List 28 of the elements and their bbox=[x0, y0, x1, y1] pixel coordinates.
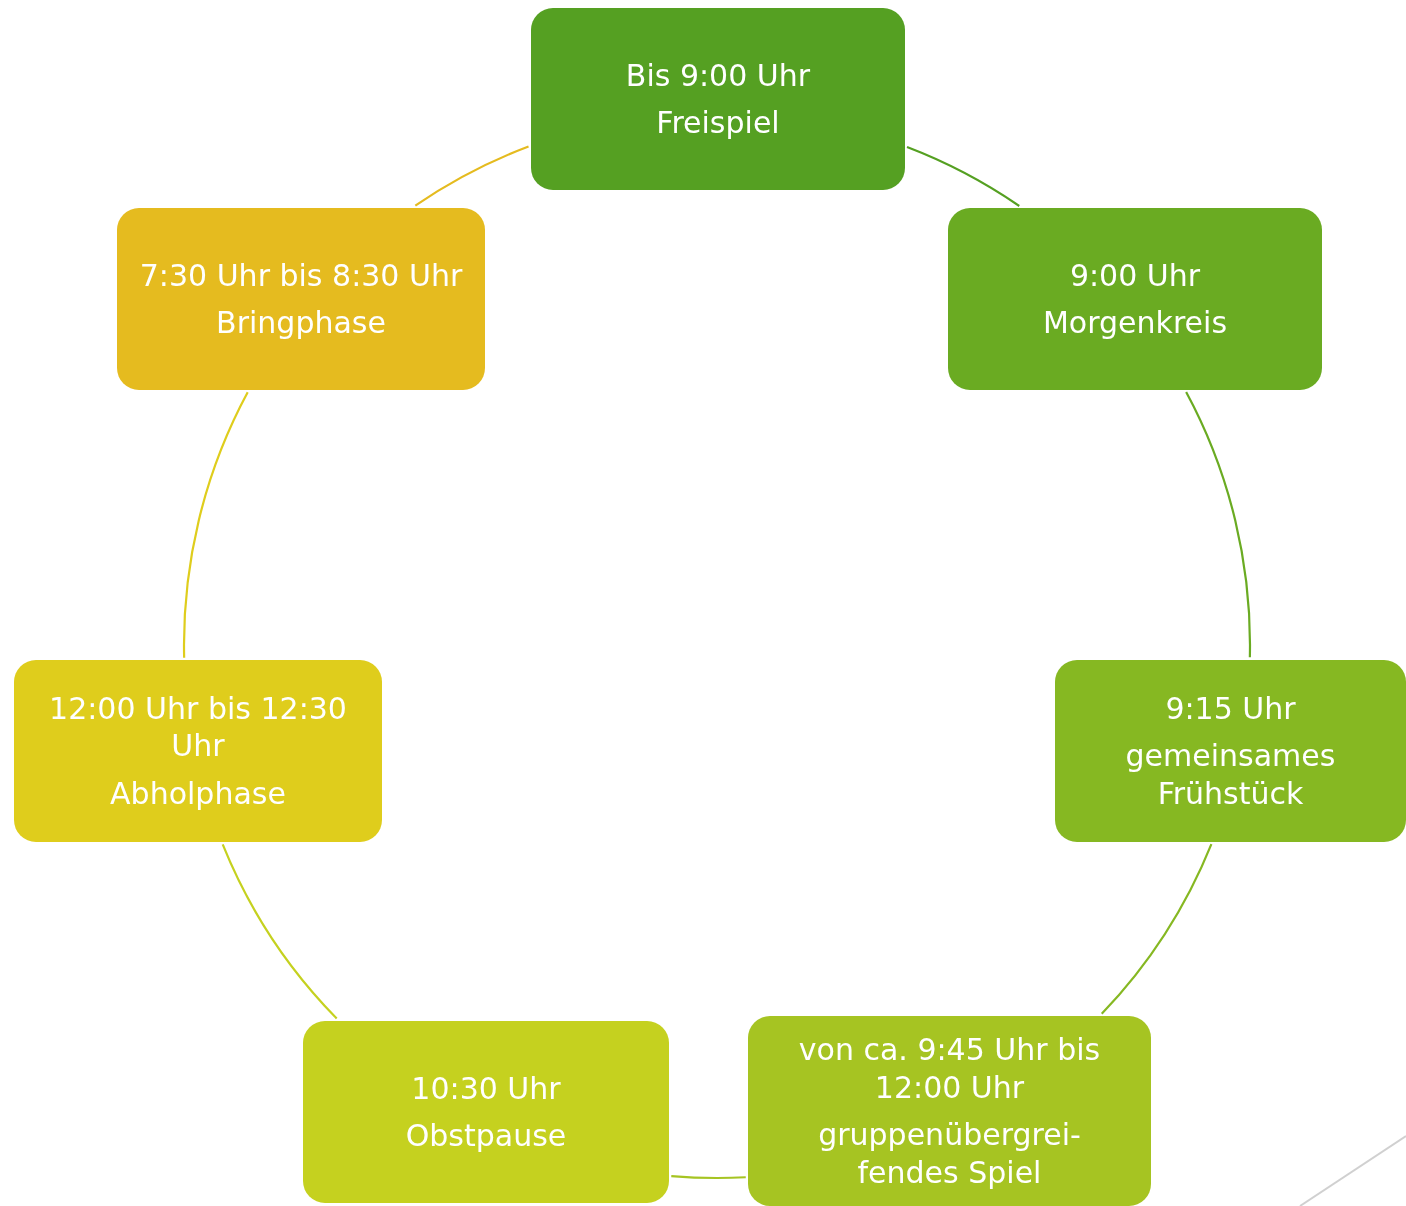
activity-text: gemeinsames Frühstück bbox=[1124, 737, 1337, 813]
schedule-box bbox=[748, 1016, 1151, 1206]
connector-line bbox=[221, 843, 338, 1020]
activity-text: Bringphase bbox=[216, 304, 386, 342]
activity-text: gruppenübergrei- fendes Spiel bbox=[817, 1116, 1082, 1191]
activity-text: Obstpause bbox=[405, 1117, 567, 1155]
connector-line bbox=[1100, 843, 1213, 1015]
schedule-box bbox=[117, 208, 485, 390]
schedule-box bbox=[531, 8, 905, 190]
time-text: 12:00 Uhr bis 12:30 Uhr bbox=[48, 689, 348, 765]
time-text: 10:30 Uhr bbox=[411, 1069, 561, 1107]
schedule-box bbox=[948, 208, 1322, 390]
schedule-box bbox=[303, 1021, 669, 1203]
connector-line bbox=[671, 1174, 746, 1180]
activity-text: Morgenkreis bbox=[1043, 304, 1227, 342]
time-text: Bis 9:00 Uhr bbox=[625, 56, 811, 94]
activity-text: Freispiel bbox=[656, 104, 780, 142]
schedule-box bbox=[14, 660, 382, 842]
connector-line bbox=[906, 146, 1020, 207]
connector-line bbox=[183, 391, 249, 658]
schedule-box bbox=[1055, 660, 1406, 842]
time-text: 7:30 Uhr bis 8:30 Uhr bbox=[139, 256, 463, 294]
activity-text: Abholphase bbox=[110, 774, 286, 813]
connector-line bbox=[414, 145, 529, 207]
time-text: 9:00 Uhr bbox=[1069, 256, 1201, 294]
time-text: 9:15 Uhr bbox=[1165, 689, 1296, 728]
connector-line bbox=[1185, 391, 1251, 658]
time-text: von ca. 9:45 Uhr bis 12:00 Uhr bbox=[797, 1031, 1102, 1106]
